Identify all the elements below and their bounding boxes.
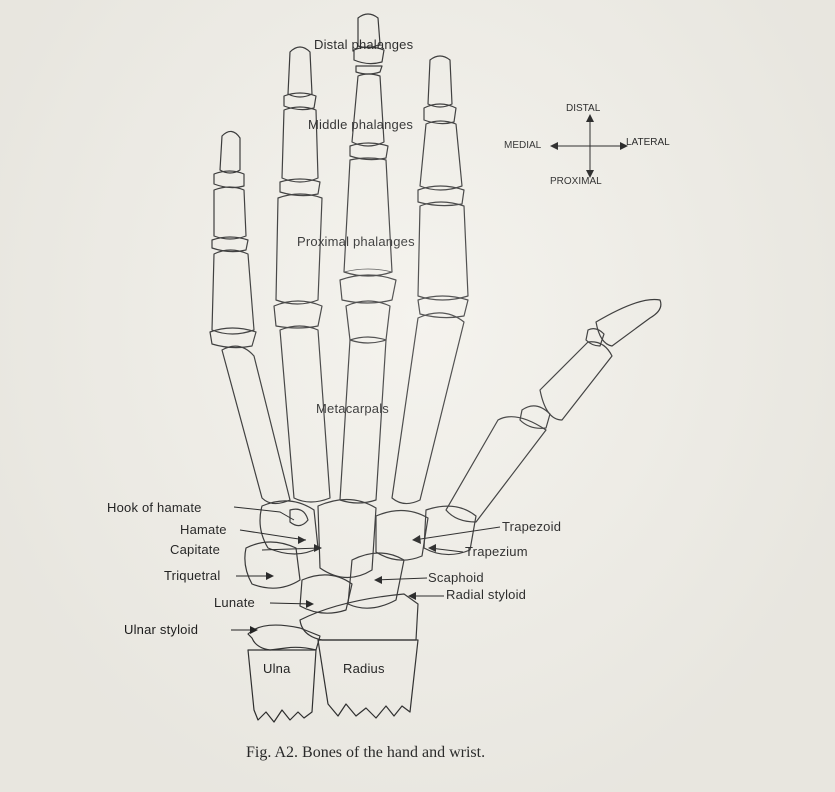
label-triquetral: Triquetral [164, 568, 220, 583]
radius-bone [318, 640, 418, 718]
ulnar-styloid-bone [248, 625, 320, 650]
label-hook-of-hamate: Hook of hamate [107, 500, 202, 515]
thumb [446, 299, 661, 522]
hook-of-hamate-bone [290, 509, 308, 525]
label-hamate: Hamate [180, 522, 227, 537]
figure-caption: Fig. A2. Bones of the hand and wrist. [246, 744, 485, 762]
label-middle-phalanges: Middle phalanges [308, 117, 413, 132]
distal-direction-label: DISTAL [566, 103, 600, 114]
label-distal-phalanges: Distal phalanges [314, 37, 413, 52]
label-radius: Radius [343, 661, 385, 676]
proximal-direction-label: PROXIMAL [550, 176, 602, 187]
label-scaphoid: Scaphoid [428, 570, 484, 585]
label-trapezoid: Trapezoid [502, 519, 561, 534]
middle-finger [340, 14, 396, 503]
lunate-bone [300, 575, 352, 613]
lateral-direction-label: LATERAL [626, 137, 670, 148]
medial-direction-label: MEDIAL [504, 140, 541, 151]
label-ulna: Ulna [263, 661, 291, 676]
label-trapezium: Trapezium [465, 544, 528, 559]
label-proximal-phalanges: Proximal phalanges [297, 234, 415, 249]
label-radial-styloid: Radial styloid [446, 587, 526, 602]
label-capitate: Capitate [170, 542, 220, 557]
ring-finger [274, 47, 330, 502]
label-lunate: Lunate [214, 595, 255, 610]
hamate-bone [260, 501, 318, 554]
capitate-bone [318, 499, 376, 577]
label-metacarpals: Metacarpals [316, 401, 389, 416]
little-finger [210, 131, 290, 503]
label-ulnar-styloid: Ulnar styloid [124, 622, 198, 637]
orientation-compass [550, 114, 628, 178]
radius-head [300, 594, 418, 640]
